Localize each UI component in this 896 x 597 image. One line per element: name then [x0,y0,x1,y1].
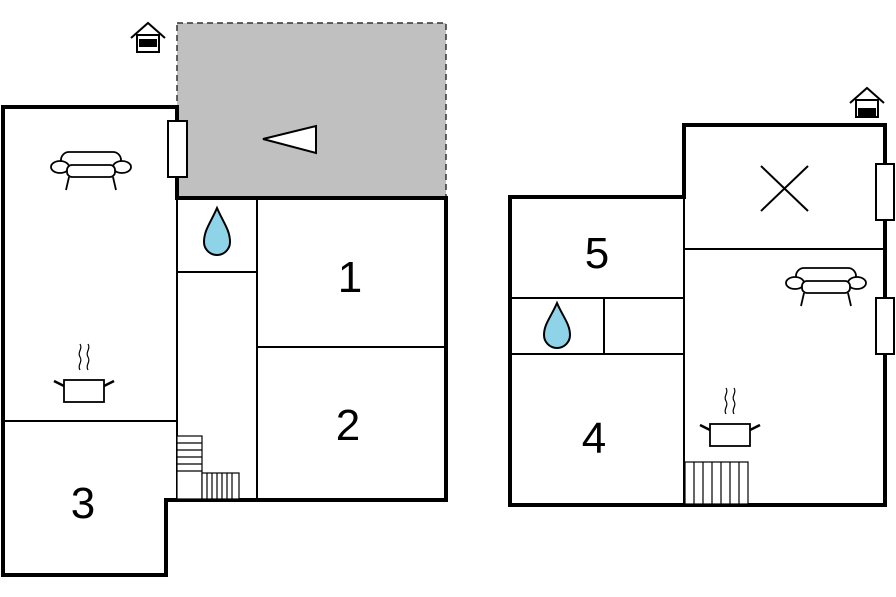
window-icon [875,297,895,355]
cooking-pot-icon [699,387,761,447]
right-unit: 5 4 [508,86,895,507]
water-drop-icon [202,205,232,256]
arrow-triangle-icon [262,124,317,155]
sofa-icon [50,151,132,191]
right-unit-interior-walls [510,197,885,505]
water-drop-icon [542,300,572,349]
room-1-label: 1 [338,253,362,302]
room-3-label: 3 [71,479,95,528]
left-unit: 1 2 3 [1,21,448,577]
cooking-pot-icon [53,343,115,403]
staircase-icon [176,435,240,500]
window-icon [875,163,895,221]
terrace [176,22,447,199]
house-entrance-icon [130,21,166,53]
right-unit-outer-wall [508,123,887,507]
x-mark-icon [760,165,809,212]
house-entrance-icon [849,86,885,118]
window-icon [167,120,188,178]
room-5-label: 5 [585,229,609,278]
terrace-area [176,22,447,199]
room-4-label: 4 [582,414,606,463]
sofa-icon [785,267,867,307]
room-2-label: 2 [336,401,360,450]
staircase-icon [684,461,749,505]
